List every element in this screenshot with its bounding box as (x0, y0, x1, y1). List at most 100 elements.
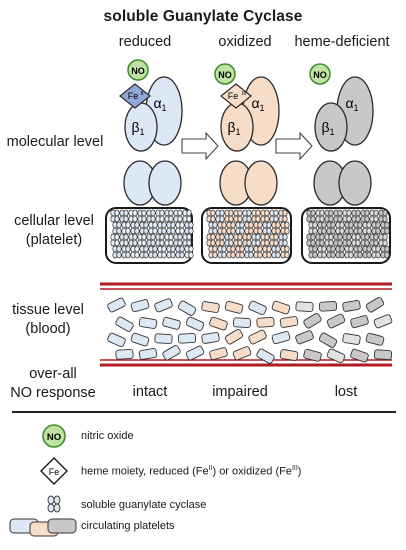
sgc-mini-icon (321, 221, 327, 229)
sgc-mini-icon (310, 209, 316, 217)
legend-icons: NO Fe (40, 424, 68, 513)
sgc-mini-icon (143, 251, 149, 259)
sgc-mini-icon (310, 239, 316, 247)
sgc-mini-icon (179, 227, 185, 235)
sgc-mini-icon (319, 209, 325, 217)
platelet-icon (303, 348, 322, 362)
response-reduced: intact (132, 384, 168, 400)
legend-divider (12, 411, 396, 413)
platelet-icon (185, 345, 205, 361)
sgc-mini-icon (364, 209, 370, 217)
sgc-mini-icon (179, 221, 185, 229)
sgc-mini-icon (384, 221, 390, 229)
platelet-icon (373, 314, 393, 329)
sgc-mini-icon (177, 215, 183, 223)
no-molecule-icon (214, 63, 236, 85)
sgc-mini-icon (170, 245, 176, 253)
sgc-mini-icon (159, 215, 165, 223)
sgc-mini-icon (321, 245, 327, 253)
sgc-mini-icon (337, 215, 343, 223)
sgc-mini-icon (132, 239, 138, 247)
sgc-mini-icon (339, 221, 345, 229)
platelet-icon (130, 332, 150, 347)
sgc-mini-icon (237, 209, 243, 217)
sgc-mini-icon (348, 245, 354, 253)
sgc-mini-icon (375, 251, 381, 259)
sgc-mini-icon (152, 251, 158, 259)
column-header-reduced: reduced (118, 34, 172, 50)
svg-text:β1: β1 (227, 119, 240, 137)
sgc-mini-icon (312, 251, 318, 259)
sgc-mini-icon (264, 233, 270, 241)
sgc-mini-icon (346, 239, 352, 247)
sgc-mini-icon (230, 221, 236, 229)
sgc-mini-icon (186, 215, 192, 223)
sgc-molecule-oxidized: Fe III NO α1 β1 (214, 63, 280, 206)
sgc-mini-icon (255, 215, 261, 223)
sgc-mini-icon (152, 221, 158, 229)
sgc-mini-icon (150, 215, 156, 223)
sgc-mini-icon (273, 215, 279, 223)
legend-sgc-icon (47, 495, 61, 513)
sgc-mini-icon (123, 239, 129, 247)
sgc-mini-icon (312, 227, 318, 235)
sgc-mini-icon (312, 221, 318, 229)
arrow-reduced-to-oxidized-icon (181, 131, 219, 161)
sgc-mini-icon (125, 221, 131, 229)
sgc-mini-icon (125, 245, 131, 253)
tissue-diagram (100, 282, 393, 367)
platelet-icon (115, 316, 134, 332)
sgc-mini-icon (170, 221, 176, 229)
sgc-mini-icon (132, 209, 138, 217)
sgc-mini-icon (284, 251, 290, 259)
sgc-mini-icon (284, 227, 290, 235)
sgc-mini-icon (319, 233, 325, 241)
sgc-mini-icon (257, 227, 263, 235)
sgc-mini-icon (364, 215, 370, 223)
sgc-mini-icon (375, 221, 381, 229)
legend-platelet-icon (9, 518, 77, 537)
response-oxidized: impaired (212, 384, 268, 400)
sgc-mini-icon (210, 233, 216, 241)
sgc-mini-icon (348, 251, 354, 259)
molecular-diagram: Fe II NO α1 αβ1 Fe III NO α1 β1 NO α1 β1 (119, 59, 374, 206)
sgc-mini-icon (382, 239, 388, 247)
sgc-mini-icon (212, 251, 218, 259)
platelet-icon (154, 333, 173, 345)
sgc-mini-icon (282, 239, 288, 247)
sgc-mini-icon (266, 227, 272, 235)
sgc-mini-icon (210, 215, 216, 223)
sgc-mini-icon (114, 239, 120, 247)
sgc-mini-icon (177, 209, 183, 217)
sgc-mini-icon (150, 239, 156, 247)
sgc-mini-icon (321, 251, 327, 259)
platelet-icon (201, 301, 220, 313)
svg-text:NO: NO (218, 70, 232, 80)
sgc-mini-icon (266, 245, 272, 253)
row-label-tissue: tissue level(blood) (12, 302, 84, 337)
sgc-mini-icon (373, 239, 379, 247)
sgc-mini-icon (384, 245, 390, 253)
svg-text:Fe: Fe (49, 467, 60, 477)
sgc-mini-icon (310, 215, 316, 223)
sgc-molecule-heme-deficient: NO α1 β1 (309, 63, 374, 206)
sgc-mini-icon (248, 221, 254, 229)
sgc-mini-icon (221, 251, 227, 259)
sgc-mini-icon (186, 209, 192, 217)
sgc-mini-icon (348, 221, 354, 229)
sgc-mini-icon (134, 221, 140, 229)
sgc-mini-icon (179, 251, 185, 259)
svg-text:NO: NO (313, 70, 327, 80)
sgc-mini-icon (237, 239, 243, 247)
sgc-mini-icon (143, 227, 149, 235)
sgc-mini-icon (239, 221, 245, 229)
sgc-mini-icon (282, 209, 288, 217)
sgc-mini-icon (228, 209, 234, 217)
sgc-mini-icon (116, 227, 122, 235)
sgc-mini-icon (346, 209, 352, 217)
sgc-mini-icon (330, 221, 336, 229)
sgc-mini-icon (152, 245, 158, 253)
sgc-mini-icon (141, 209, 147, 217)
sgc-mini-icon (375, 245, 381, 253)
